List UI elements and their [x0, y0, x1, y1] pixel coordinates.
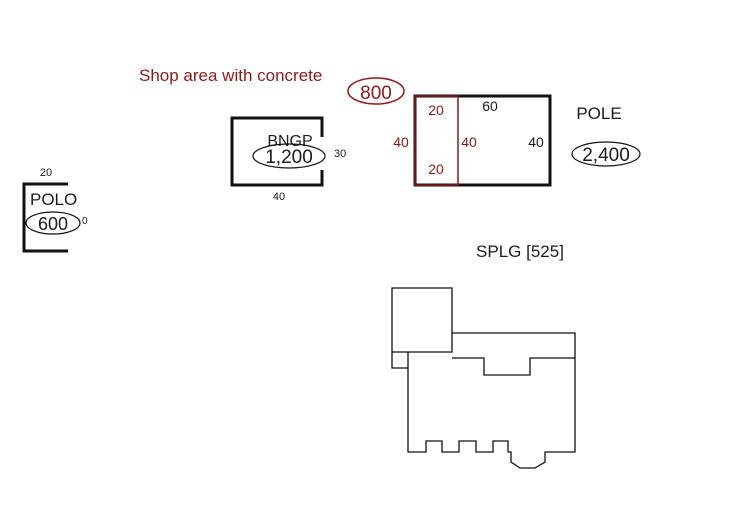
bngp-area: 1,200 [265, 147, 313, 168]
pole-area-ellipse [571, 141, 641, 167]
splg-label: SPLG [525] [476, 242, 564, 261]
bngp-structure[interactable]: BNGP 1,200 30 40 [230, 116, 346, 203]
pole-area: 2,400 [582, 145, 630, 166]
splg-inner-wall-2 [408, 333, 453, 353]
shop-area-outline [414, 95, 459, 186]
bngp-code: BNGP [267, 133, 312, 150]
bngp-dim-right: 30 [334, 148, 346, 160]
pole-code: POLE [576, 104, 621, 123]
shop-area-value: 800 [360, 83, 392, 104]
polo-outline [22, 182, 68, 253]
polo-dim-top: 20 [40, 167, 52, 179]
polo-structure[interactable]: 20 POLO 600 0 [22, 167, 88, 253]
shop-area-value-ellipse [347, 77, 405, 105]
shop-area-label: Shop area with concrete [139, 66, 322, 85]
pole-structure[interactable]: 20 20 40 40 60 40 POLE 2,400 [393, 94, 641, 187]
pole-dim-sub-top: 20 [428, 102, 444, 118]
pole-dim-top: 60 [482, 98, 498, 114]
polo-area-ellipse [25, 211, 81, 235]
polo-code: POLO [30, 190, 77, 209]
bngp-outline [230, 116, 324, 187]
polo-area: 600 [38, 214, 68, 234]
splg-inner-wall [392, 351, 409, 368]
bngp-dim-bottom: 40 [273, 191, 285, 203]
splg-outline [391, 287, 576, 469]
pole-dim-left: 40 [393, 134, 409, 150]
pole-dim-right: 40 [528, 134, 544, 150]
polo-dim-right: 0 [82, 216, 88, 227]
bngp-area-ellipse [252, 143, 326, 169]
pole-dim-mid: 40 [461, 134, 477, 150]
splg-inner-wall-3 [452, 357, 575, 376]
pole-dim-sub-bottom: 20 [428, 161, 444, 177]
splg-structure[interactable]: SPLG [525] [391, 242, 576, 469]
